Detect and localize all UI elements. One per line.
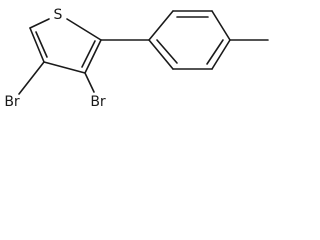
bond-c3-c2 [84, 39, 102, 74]
bond-c4-c3 [43, 61, 86, 74]
bromine-label-bottom: Br [90, 94, 106, 110]
bromine-label-left: Br [4, 94, 20, 110]
bond-ar4-inner [206, 39, 224, 65]
bond-ar3 [211, 10, 231, 41]
bond-c3-c2-inner [81, 40, 96, 68]
bond-c3-br [84, 72, 95, 93]
bond-c4-br [18, 61, 45, 95]
bond-c5-c4-inner [35, 31, 48, 58]
chemical-structure: S Br Br [4, 7, 269, 110]
sulfur-label: S [54, 7, 63, 23]
bond-ar1 [148, 10, 174, 41]
bond-ar6 [148, 39, 174, 70]
bond-lines [18, 10, 269, 95]
bond-ar4 [211, 39, 231, 70]
bond-ar6-inner [156, 39, 178, 64]
bond-s-c5 [29, 18, 50, 29]
bond-s-c2 [66, 18, 102, 41]
bond-c5-c4 [29, 27, 45, 63]
